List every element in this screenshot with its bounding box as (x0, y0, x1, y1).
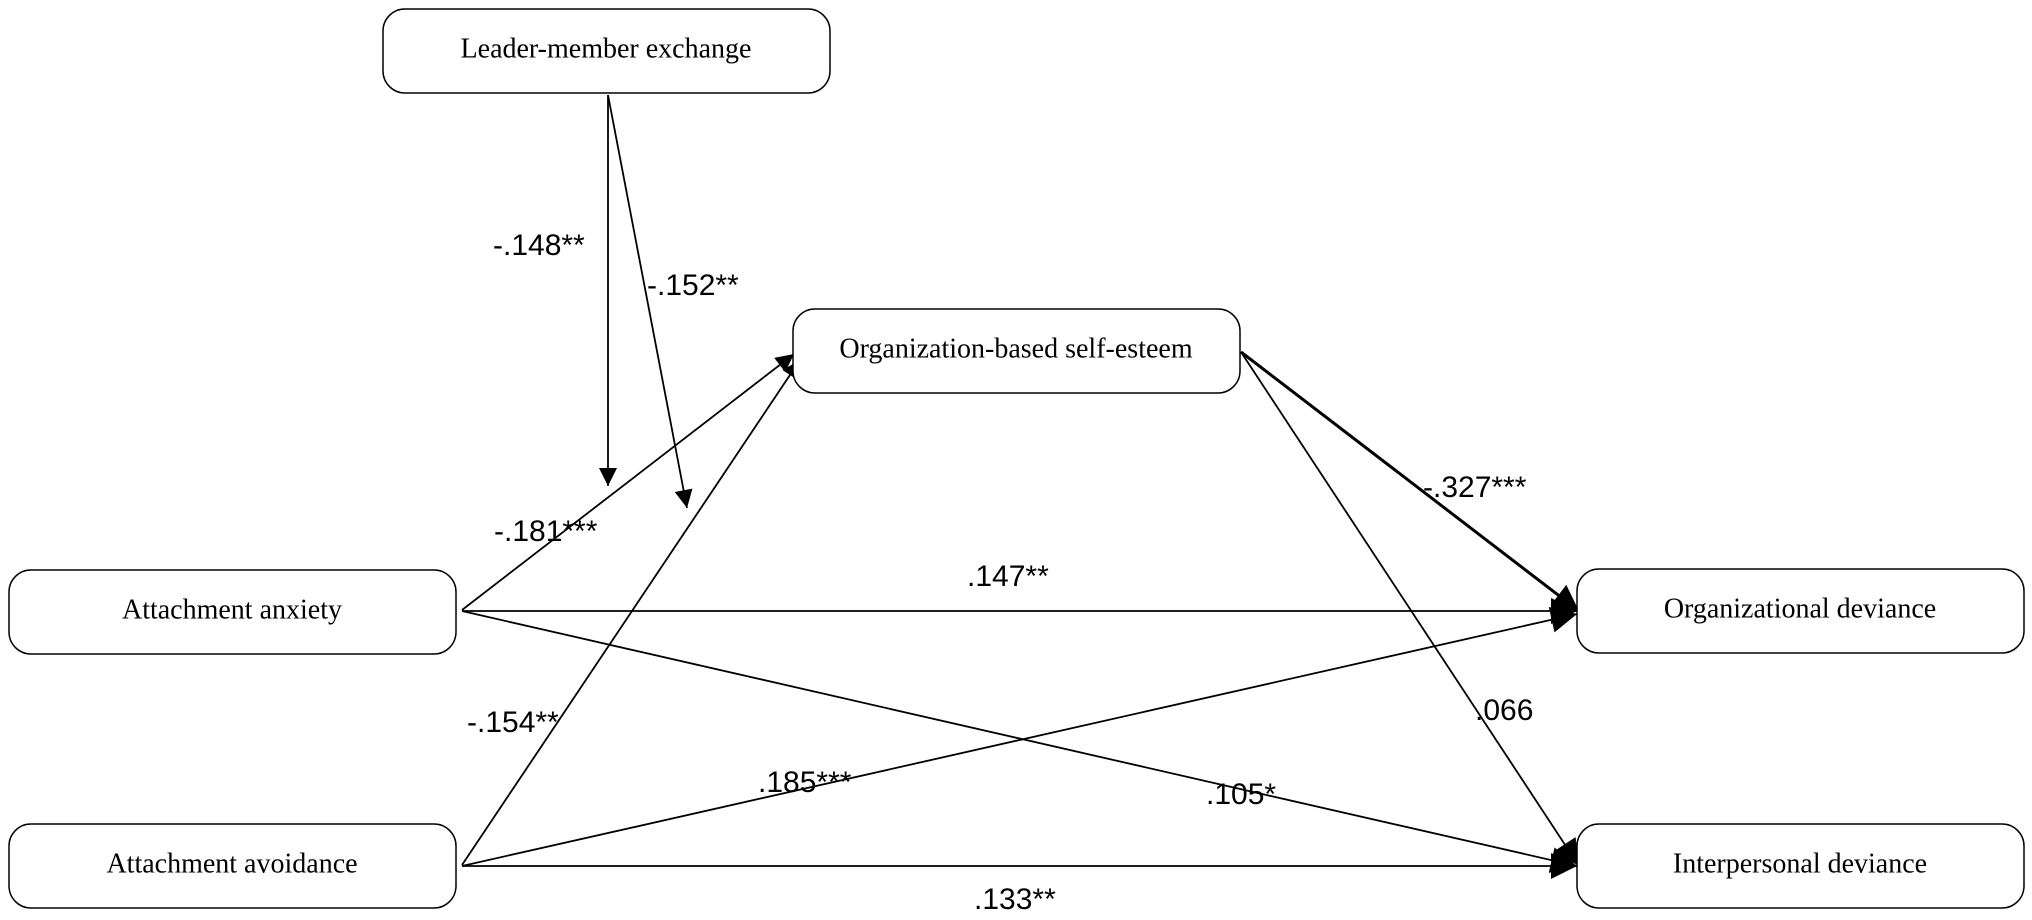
edge-obse-to-org-deviance (1240, 350, 1580, 613)
coef-avoidance-to-obse: -.154** (467, 706, 559, 739)
coef-anxiety-to-obse: -.181*** (494, 515, 598, 548)
edges (461, 94, 1580, 879)
edge-lmx-mod-avoidance (607, 94, 693, 509)
edge-avoidance-to-obse (461, 359, 801, 866)
node-attachment-anxiety: Attachment anxiety (8, 569, 457, 655)
node-label: Leader-member exchange (461, 33, 752, 64)
coef-avoidance-to-int-deviance: .133** (974, 883, 1056, 916)
edge-anxiety-to-obse (461, 353, 795, 611)
coef-obse-to-org-deviance: -.327*** (1423, 471, 1527, 504)
coef-obse-to-int-deviance: .066 (1475, 694, 1533, 727)
node-attachment-avoidance: Attachment avoidance (8, 823, 457, 909)
coef-avoidance-to-org-deviance: .185*** (758, 766, 852, 799)
node-label: Organization-based self-esteem (839, 333, 1192, 364)
edge-obse-to-int-deviance (1240, 351, 1580, 867)
node-organization-based-self-esteem: Organization-based self-esteem (792, 308, 1241, 394)
coef-lmx-mod-avoidance: -.152** (647, 269, 739, 302)
node-leader-member-exchange: Leader-member exchange (382, 8, 831, 94)
edge-avoidance-to-org-deviance (461, 607, 1578, 867)
node-organizational-deviance: Organizational deviance (1576, 568, 2025, 654)
coef-lmx-mod-anxiety: -.148** (493, 229, 585, 262)
node-label: Attachment anxiety (122, 594, 342, 625)
coefficients: -.148** -.152** -.181*** -.154** -.327**… (467, 229, 1533, 916)
edge-anxiety-to-int-deviance (461, 610, 1578, 873)
node-label: Interpersonal deviance (1673, 848, 1927, 879)
coef-anxiety-to-int-deviance: .105* (1206, 778, 1276, 811)
coef-anxiety-to-org-deviance: .147** (967, 560, 1049, 593)
node-label: Organizational deviance (1664, 593, 1936, 624)
node-interpersonal-deviance: Interpersonal deviance (1576, 823, 2025, 909)
node-label: Attachment avoidance (106, 848, 357, 879)
nodes: Leader-member exchange Organization-base… (8, 8, 2025, 909)
